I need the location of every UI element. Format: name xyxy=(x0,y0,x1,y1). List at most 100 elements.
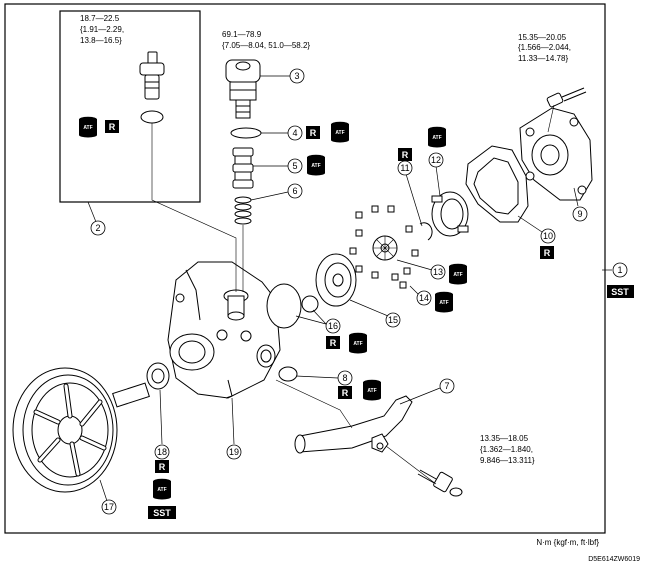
svg-text:18: 18 xyxy=(157,447,167,457)
callout-4 xyxy=(287,125,303,141)
svg-text:17: 17 xyxy=(104,502,114,512)
svg-text:12: 12 xyxy=(431,155,441,165)
svg-text:R: R xyxy=(159,462,166,472)
pipe-bolt xyxy=(417,469,463,497)
torque-switch: 18.7—22.5 {1.91—2.29, 13.8—16.5} xyxy=(80,14,124,45)
svg-text:10: 10 xyxy=(543,231,553,241)
svg-text:13.35—18.05: 13.35—18.05 xyxy=(480,434,529,443)
svg-text:9.846—13.311}: 9.846—13.311} xyxy=(480,456,535,465)
svg-text:{1.362—1.840,: {1.362—1.840, xyxy=(480,445,533,454)
svg-text:R: R xyxy=(544,248,551,258)
pressure-plate xyxy=(315,253,357,307)
svg-text:ATF: ATF xyxy=(367,388,376,394)
o-ring-16-large xyxy=(266,283,302,329)
callout-9 xyxy=(572,206,588,222)
rear-cover xyxy=(519,107,593,201)
switch-inset-box xyxy=(59,10,201,203)
svg-text:SST: SST xyxy=(153,508,171,518)
svg-text:11: 11 xyxy=(400,163,409,173)
callout-10 xyxy=(540,228,556,244)
callout-2 xyxy=(90,220,106,236)
callout-6 xyxy=(287,183,303,199)
svg-text:13: 13 xyxy=(433,267,443,277)
replace-tags: R R R R R R R xyxy=(105,120,554,473)
svg-text:{7.05—8.04, 51.0—58.2}: {7.05—8.04, 51.0—58.2} xyxy=(222,41,310,50)
torque-cover-bolt: 15.35—20.05 {1.566—2.044, 11.33—14.78} xyxy=(518,33,571,63)
svg-text:R: R xyxy=(342,388,349,398)
svg-text:ATF: ATF xyxy=(432,135,441,141)
callout-14 xyxy=(416,290,432,306)
leader-lines xyxy=(87,75,612,505)
callout-19 xyxy=(226,444,242,460)
pump-body xyxy=(167,261,281,399)
svg-text:ATF: ATF xyxy=(311,163,320,169)
o-ring-4 xyxy=(230,127,262,139)
callout-12 xyxy=(428,152,444,168)
cam-ring xyxy=(431,191,469,237)
cover-bolt xyxy=(546,87,587,108)
torque-pipe-bolt: 13.35—18.05 {1.362—1.840, 9.846—13.311} xyxy=(480,434,535,465)
pulley xyxy=(12,367,150,493)
o-ring-8 xyxy=(278,366,298,382)
rotor xyxy=(372,235,398,261)
callout-15 xyxy=(385,312,401,328)
callout-8 xyxy=(337,370,353,386)
svg-text:3: 3 xyxy=(294,71,299,81)
vanes xyxy=(349,205,419,289)
svg-text:{1.91—2.29,: {1.91—2.29, xyxy=(80,25,124,34)
spool-5 xyxy=(232,147,254,189)
torque-valve: 69.1—78.9 {7.05—8.04, 51.0—58.2} xyxy=(222,30,310,50)
outer-frame xyxy=(4,3,606,534)
svg-text:6: 6 xyxy=(292,186,297,196)
svg-text:R: R xyxy=(310,128,317,138)
spring-6 xyxy=(234,196,252,225)
svg-text:13.8—16.5}: 13.8—16.5} xyxy=(80,36,122,45)
svg-text:5: 5 xyxy=(292,161,297,171)
svg-text:7: 7 xyxy=(444,381,449,391)
svg-text:19: 19 xyxy=(229,447,239,457)
pipe-7 xyxy=(294,395,413,454)
svg-text:ATF: ATF xyxy=(157,487,166,493)
guide-lines xyxy=(151,104,555,485)
svg-text:11.33—14.78}: 11.33—14.78} xyxy=(518,54,568,63)
svg-text:14: 14 xyxy=(419,293,429,303)
callout-1 xyxy=(612,262,628,278)
svg-text:18.7—22.5: 18.7—22.5 xyxy=(80,14,120,23)
units-note: N·m {kgf·m, ft·lbf} xyxy=(536,538,599,547)
atf-jars: ATF ATF ATF ATF ATF ATF ATF ATF ATF xyxy=(78,116,468,500)
control-valve xyxy=(225,59,261,119)
o-ring-16-small xyxy=(301,295,319,313)
pressure-switch xyxy=(139,51,165,100)
svg-text:R: R xyxy=(109,122,116,132)
svg-text:ATF: ATF xyxy=(453,272,462,278)
snap-ring xyxy=(419,222,433,241)
svg-text:ATF: ATF xyxy=(439,300,448,306)
svg-text:{1.566—2.044,: {1.566—2.044, xyxy=(518,43,571,52)
svg-text:R: R xyxy=(402,150,409,160)
oil-seal xyxy=(146,362,170,390)
svg-text:SST: SST xyxy=(611,287,629,297)
svg-text:ATF: ATF xyxy=(83,125,92,131)
svg-text:8: 8 xyxy=(342,373,347,383)
callout-3 xyxy=(289,68,305,84)
svg-text:15: 15 xyxy=(388,315,398,325)
svg-text:15.35—20.05: 15.35—20.05 xyxy=(518,33,567,42)
svg-text:9: 9 xyxy=(577,209,582,219)
svg-text:2: 2 xyxy=(95,223,100,233)
svg-text:16: 16 xyxy=(328,321,338,331)
svg-text:ATF: ATF xyxy=(335,130,344,136)
svg-text:4: 4 xyxy=(292,128,297,138)
svg-text:69.1—78.9: 69.1—78.9 xyxy=(222,30,262,39)
callout-17 xyxy=(101,499,117,515)
callout-7 xyxy=(439,378,455,394)
callout-16 xyxy=(325,318,341,334)
sst-tags: SST SST xyxy=(148,285,634,519)
switch-o-ring xyxy=(140,110,164,124)
callout-18 xyxy=(154,444,170,460)
svg-text:ATF: ATF xyxy=(353,341,362,347)
figure-code: D5E614ZW6019 xyxy=(588,556,640,563)
callout-5 xyxy=(287,158,303,174)
callout-13 xyxy=(430,264,446,280)
svg-text:R: R xyxy=(330,338,337,348)
